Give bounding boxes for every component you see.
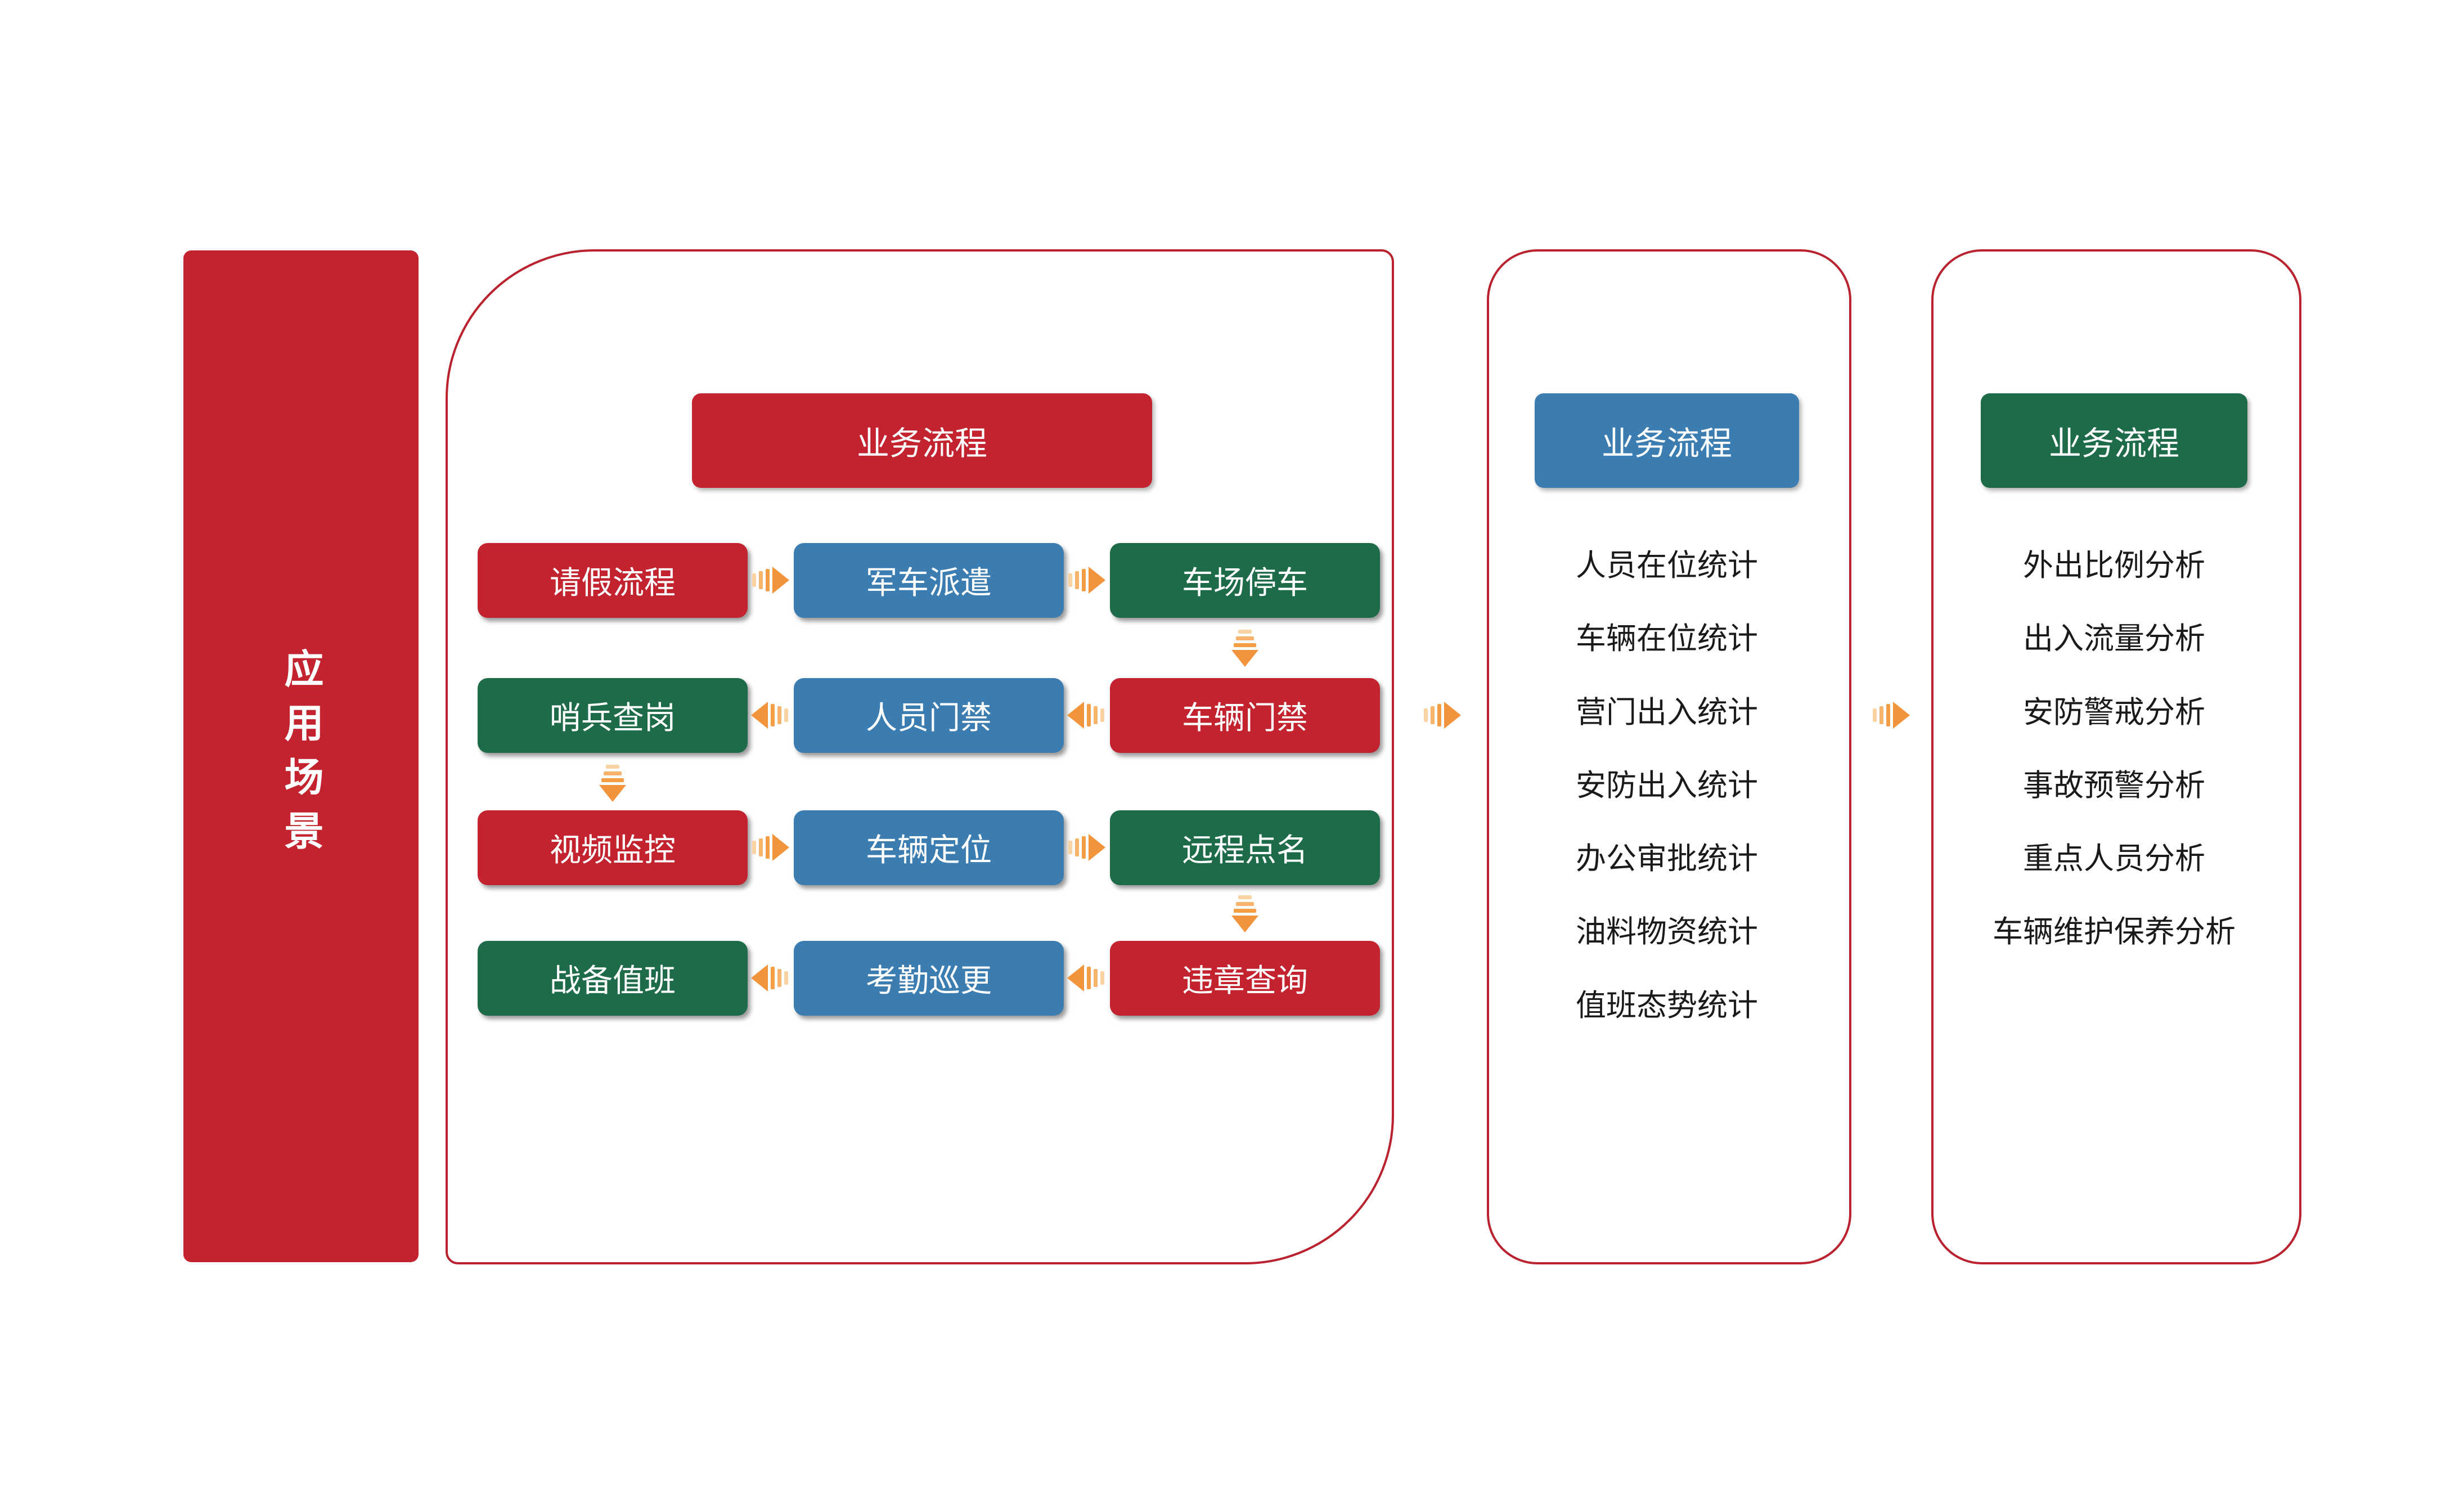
stats-list-item: 营门出入统计 <box>1576 696 1758 729</box>
arrow-down-icon <box>1231 888 1258 940</box>
analysis-list-item: 出入流量分析 <box>2023 622 2205 656</box>
analysis-list-item: 事故预警分析 <box>2023 769 2205 802</box>
stats-panel-header-label: 业务流程 <box>1601 425 1732 462</box>
arrow-down-icon <box>599 757 626 809</box>
arrow-right-icon <box>749 567 792 594</box>
flow-box-parking: 车场停车 <box>1110 543 1380 618</box>
flow-box-vehicle-access: 车辆门禁 <box>1110 678 1380 753</box>
flow-box-attendance-patrol: 考勤巡更 <box>794 941 1064 1016</box>
stats-list-item: 安防出入统计 <box>1576 769 1758 802</box>
arrow-right-icon <box>1065 834 1108 861</box>
analysis-list-item: 外出比例分析 <box>2023 549 2205 582</box>
analysis-panel-header-label: 业务流程 <box>2048 425 2179 462</box>
flow-box-label: 车场停车 <box>1182 565 1308 600</box>
arrow-right-icon <box>1420 702 1465 729</box>
flow-box-label: 远程点名 <box>1182 832 1308 868</box>
flow-box-label: 考勤巡更 <box>866 963 992 998</box>
flow-box-video-surveillance: 视频监控 <box>478 810 748 885</box>
flow-box-label: 违章查询 <box>1182 963 1308 998</box>
analysis-list-item: 重点人员分析 <box>2023 842 2205 876</box>
arrow-down-icon <box>1231 622 1258 674</box>
analysis-panel-header: 业务流程 <box>1981 393 2247 488</box>
arrow-left-icon <box>1065 702 1108 729</box>
flow-box-remote-rollcall: 远程点名 <box>1110 810 1380 885</box>
arrow-right-icon <box>1065 567 1108 594</box>
flow-box-label: 哨兵查岗 <box>550 700 676 735</box>
flow-panel-header-label: 业务流程 <box>856 425 987 462</box>
flow-box-personnel-access: 人员门禁 <box>794 678 1064 753</box>
stats-list-item: 油料物资统计 <box>1576 915 1758 949</box>
flow-box-label: 请假流程 <box>550 565 676 600</box>
stats-list-item: 人员在位统计 <box>1576 549 1758 582</box>
arrow-left-icon <box>1065 964 1108 991</box>
analysis-list-item: 安防警戒分析 <box>2023 696 2205 729</box>
flow-box-label: 军车派遣 <box>866 565 992 600</box>
flow-box-label: 人员门禁 <box>866 700 992 735</box>
flow-box-label: 视频监控 <box>550 832 676 868</box>
flow-box-leave-process: 请假流程 <box>478 543 748 618</box>
analysis-list-item: 车辆维护保养分析 <box>1993 915 2236 949</box>
stats-panel-header: 业务流程 <box>1535 393 1799 488</box>
flow-box-label: 车辆定位 <box>866 832 992 868</box>
flow-panel-header: 业务流程 <box>692 393 1152 488</box>
flow-box-violation-query: 违章查询 <box>1110 941 1380 1016</box>
flow-box-vehicle-positioning: 车辆定位 <box>794 810 1064 885</box>
flow-box-label: 战备值班 <box>550 963 676 998</box>
arrow-right-icon <box>1869 702 1914 729</box>
stats-list-item: 车辆在位统计 <box>1576 622 1758 656</box>
arrow-left-icon <box>749 702 792 729</box>
flow-box-label: 车辆门禁 <box>1182 700 1308 735</box>
flow-box-sentry-inspection: 哨兵查岗 <box>478 678 748 753</box>
arrow-left-icon <box>749 964 792 991</box>
flow-box-military-vehicle-dispatch: 军车派遣 <box>794 543 1064 618</box>
stats-list-item: 办公审批统计 <box>1576 842 1758 876</box>
stats-list-item: 值班态势统计 <box>1576 989 1758 1022</box>
flow-box-combat-readiness-duty: 战备值班 <box>478 941 748 1016</box>
application-scenarios-title: 应用场景 <box>279 648 323 864</box>
arrow-right-icon <box>749 834 792 861</box>
application-scenarios-banner: 应用场景 <box>183 250 419 1262</box>
